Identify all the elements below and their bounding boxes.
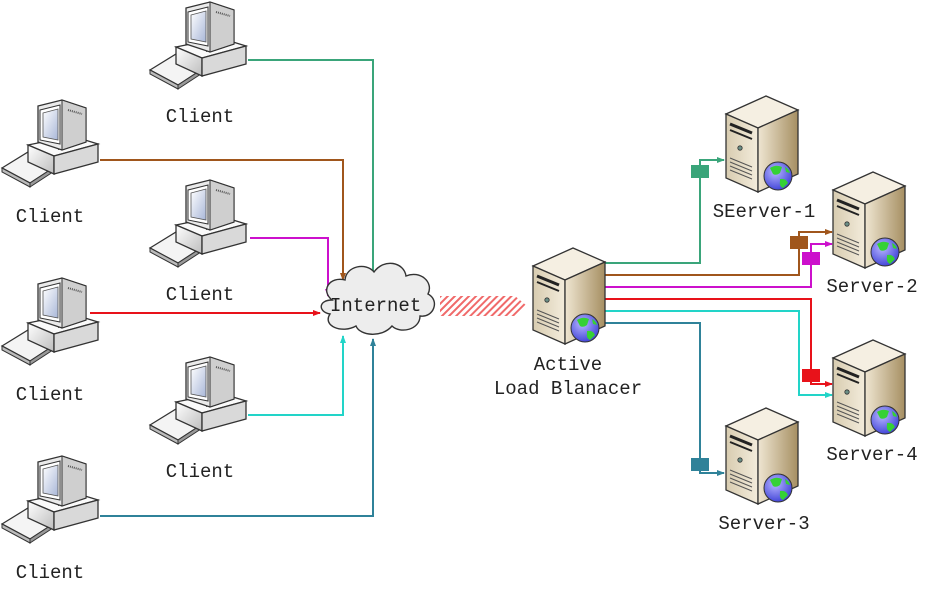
client-5 <box>149 356 247 445</box>
server-1 <box>724 94 800 194</box>
connector-server-1 <box>691 165 709 178</box>
server-3-label: Server-3 <box>718 513 810 535</box>
server-1-label: SEerver-1 <box>712 201 816 223</box>
link-balancer-server-3 <box>605 322 725 476</box>
internet-label: Internet <box>330 295 422 317</box>
connector-server-3 <box>691 458 709 471</box>
client-3 <box>149 179 247 268</box>
connector-server-4 <box>802 369 820 382</box>
link-balancer-server-4b <box>605 310 833 398</box>
server-4 <box>831 338 907 438</box>
load-balancer <box>531 246 607 346</box>
link-balancer-server-2b <box>605 241 833 288</box>
link-balancer-server-2a <box>605 229 833 276</box>
link-client-6 <box>100 338 376 517</box>
connector-server-2a <box>790 236 808 249</box>
client-5-label: Client <box>165 461 235 483</box>
server-3 <box>724 406 800 506</box>
client-2-label: Client <box>15 206 85 228</box>
link-balancer-server-4a <box>605 298 833 387</box>
client-2 <box>1 99 99 188</box>
server-2 <box>831 170 907 270</box>
client-3-label: Client <box>165 284 235 306</box>
server-2-label: Server-2 <box>826 276 918 298</box>
connector-server-2b <box>802 252 820 265</box>
link-client-5 <box>248 335 346 416</box>
link-client-2 <box>100 159 346 281</box>
link-balancer-server-1a <box>605 157 725 264</box>
balancer-label-line2: Load Blanacer <box>493 378 643 400</box>
link-client-3 <box>250 237 331 297</box>
internet-cloud <box>320 262 436 335</box>
client-6 <box>1 455 99 544</box>
client-1-label: Client <box>165 106 235 128</box>
link-client-1 <box>248 59 376 283</box>
hatch-arrow <box>440 296 527 316</box>
balancer-label-line1: Active <box>533 354 603 376</box>
client-1 <box>149 1 247 90</box>
server-4-label: Server-4 <box>826 444 918 466</box>
client-4 <box>1 277 99 366</box>
client-6-label: Client <box>15 562 85 584</box>
client-4-label: Client <box>15 384 85 406</box>
links <box>90 59 833 517</box>
